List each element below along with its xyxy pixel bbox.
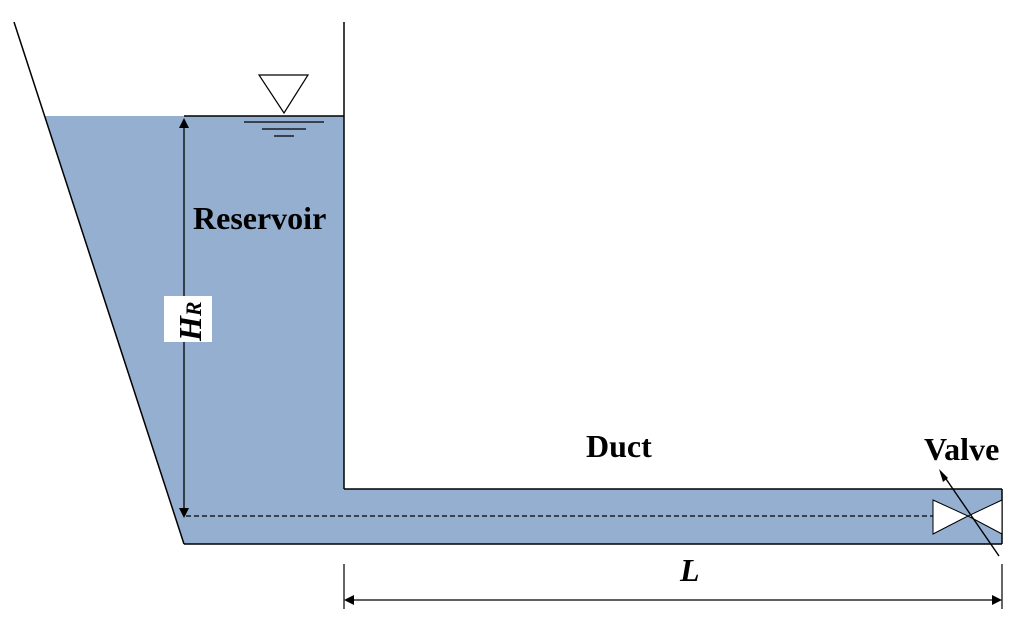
head-label-background [164, 296, 212, 342]
length-label: L [679, 552, 700, 588]
head-label-subscript: R [181, 301, 206, 317]
water-fill [45, 116, 1002, 544]
head-label: HR [172, 301, 208, 342]
valve-label: Valve [924, 431, 999, 467]
reservoir-label: Reservoir [193, 200, 326, 236]
free-surface-icon [244, 74, 324, 137]
duct-label: Duct [586, 428, 652, 464]
head-label-symbol: H [172, 315, 208, 342]
valve-icon [932, 469, 1003, 557]
reservoir-left-wall [13, 21, 185, 545]
